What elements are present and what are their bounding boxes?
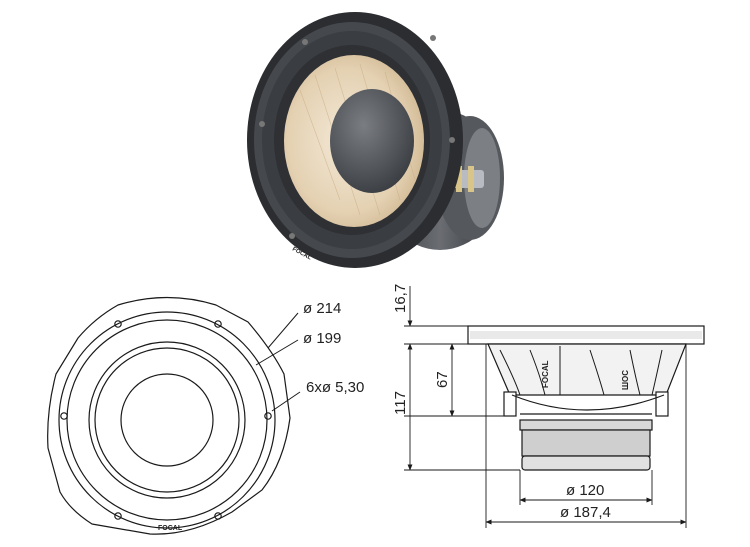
front-mount-holes (60, 320, 272, 520)
photo-screw-icon (289, 233, 295, 239)
mount-hole-icon (214, 320, 222, 328)
label-total-height: 117 (392, 391, 409, 415)
leader-214 (267, 312, 299, 349)
label-mount-diameter: ø 187,4 (560, 504, 611, 521)
side-model: ШOC (621, 370, 630, 390)
mount-hole-icon (114, 320, 122, 328)
label-outer-diameter: ø 214 (303, 300, 341, 317)
side-magnet (521, 429, 651, 457)
mount-hole-icon (214, 512, 222, 520)
photo-screw-icon (430, 35, 436, 41)
leader-holes (271, 391, 301, 412)
front-surround-outer (66, 319, 268, 521)
mount-hole-icon (60, 412, 68, 420)
label-flange-height: 16,7 (392, 284, 409, 313)
label-cone-diameter: ø 199 (303, 330, 341, 347)
front-frame-outline (47, 296, 291, 535)
photo-screw-icon (259, 121, 265, 127)
side-magnet-plate (519, 419, 653, 431)
photo-screw-icon (449, 137, 455, 143)
side-magnet-base (521, 455, 651, 471)
side-basket-bottom (511, 394, 665, 411)
front-frame-inner (58, 311, 276, 529)
front-surround-inner (88, 341, 246, 499)
front-dust-cap (120, 373, 214, 467)
label-magnet-diameter: ø 120 (566, 482, 604, 499)
label-mount-holes: 6xø 5,30 (306, 379, 364, 396)
photo-dust-cap (330, 89, 414, 193)
dimension-lines (404, 286, 687, 528)
label-basket-height: 67 (434, 371, 451, 388)
side-brand: FOCAL (541, 360, 550, 388)
side-view (467, 325, 705, 471)
front-view (47, 296, 301, 535)
speaker-photo: FOCAL (247, 12, 504, 268)
leader-199 (255, 339, 299, 366)
mount-hole-icon (264, 412, 272, 420)
front-brand: FOCAL (158, 525, 183, 532)
side-terminal-right (655, 391, 669, 417)
photo-screw-icon (302, 39, 308, 45)
mount-hole-icon (114, 512, 122, 520)
front-cone-outer (94, 347, 240, 493)
